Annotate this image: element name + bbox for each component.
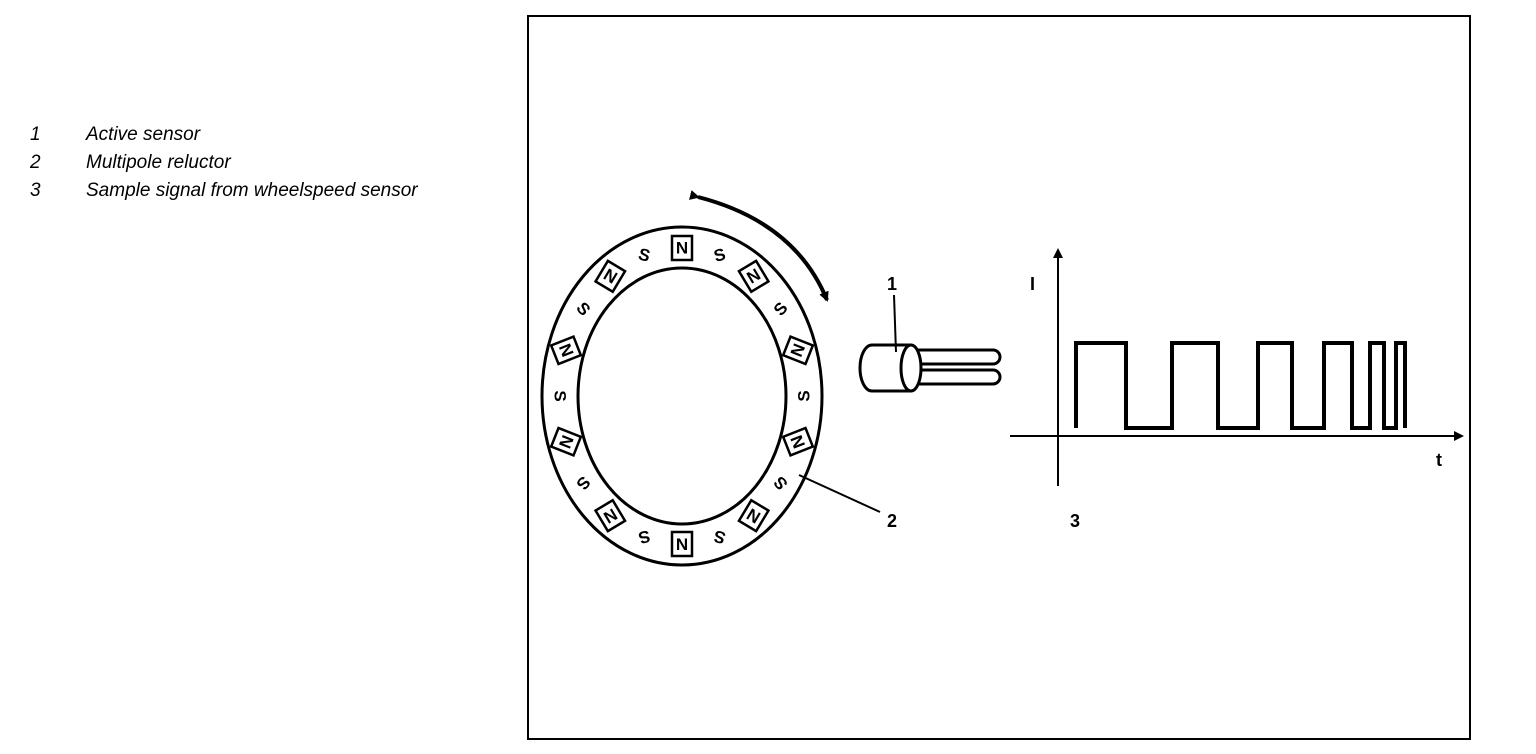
pole-south: S	[712, 526, 728, 547]
pole-south: S	[551, 390, 570, 401]
pole-south: S	[636, 245, 652, 266]
rotation-arrow	[689, 190, 829, 302]
signal-graph: I t	[1010, 248, 1464, 486]
pole-box	[781, 426, 815, 458]
x-axis-label: t	[1436, 450, 1442, 470]
pole-box	[549, 426, 583, 458]
pole-north: N	[670, 234, 694, 262]
active-sensor	[858, 343, 1002, 393]
legend-number: 3	[30, 180, 41, 201]
pole-north: N	[593, 498, 627, 533]
reluctor-inner-ring	[576, 266, 788, 526]
legend-text: Active sensor	[86, 124, 201, 145]
pole-label: N	[676, 239, 688, 258]
pole-south: S	[572, 472, 594, 493]
pole-south: S	[712, 245, 728, 266]
pole-south: S	[770, 298, 792, 319]
pole-label: S	[770, 298, 792, 319]
pole-north: N	[549, 426, 583, 458]
pole-box	[670, 530, 694, 558]
pole-south: S	[770, 472, 792, 493]
pole-label: S	[636, 245, 652, 266]
legend-item-1: 1 Active sensor	[30, 122, 450, 150]
pole-north: N	[737, 498, 771, 533]
pole-north: N	[781, 334, 815, 366]
callout-signal-label: 3	[1070, 511, 1080, 531]
pole-south: S	[795, 390, 814, 401]
callout-sensor-label: 1	[887, 274, 897, 294]
pole-label: S	[572, 298, 594, 319]
pole-north: N	[781, 426, 815, 458]
callout-reluctor-leader	[798, 474, 881, 513]
pole-south: S	[572, 298, 594, 319]
pole-north: N	[593, 259, 627, 294]
reluctor-outer-ring	[540, 225, 824, 567]
sensor-collar	[899, 343, 923, 393]
pole-label: S	[636, 526, 652, 547]
pole-north: N	[549, 334, 583, 366]
callout-reluctor-label: 2	[887, 511, 897, 531]
callout-sensor-leader	[893, 294, 897, 353]
pole-label: N	[676, 535, 688, 554]
legend: 1 Active sensor 2 Multipole reluctor 3 S…	[30, 122, 450, 234]
legend-text: Sample signal from wheelspeed sensor	[86, 180, 418, 201]
legend-number: 1	[30, 124, 41, 145]
legend-item-3: 3 Sample signal from wheelspeed sensor	[30, 178, 450, 234]
pole-label: S	[712, 245, 728, 266]
pole-south: S	[636, 526, 652, 547]
pole-label: S	[712, 526, 728, 547]
legend-number: 2	[30, 152, 41, 173]
pole-label: S	[770, 472, 792, 493]
figure-frame	[527, 15, 1471, 740]
pole-box	[781, 334, 815, 366]
pole-label: S	[572, 472, 594, 493]
pole-north: N	[737, 259, 771, 294]
square-wave-signal	[1074, 341, 1407, 430]
pole-box	[593, 498, 627, 533]
y-axis-label: I	[1030, 274, 1035, 294]
pole-north: N	[670, 530, 694, 558]
pole-box	[549, 334, 583, 366]
legend-text: Multipole reluctor	[86, 152, 231, 173]
pole-label: S	[795, 390, 814, 401]
pole-label: S	[551, 390, 570, 401]
pole-box	[737, 498, 771, 533]
pole-box	[593, 259, 627, 294]
legend-item-2: 2 Multipole reluctor	[30, 150, 450, 178]
